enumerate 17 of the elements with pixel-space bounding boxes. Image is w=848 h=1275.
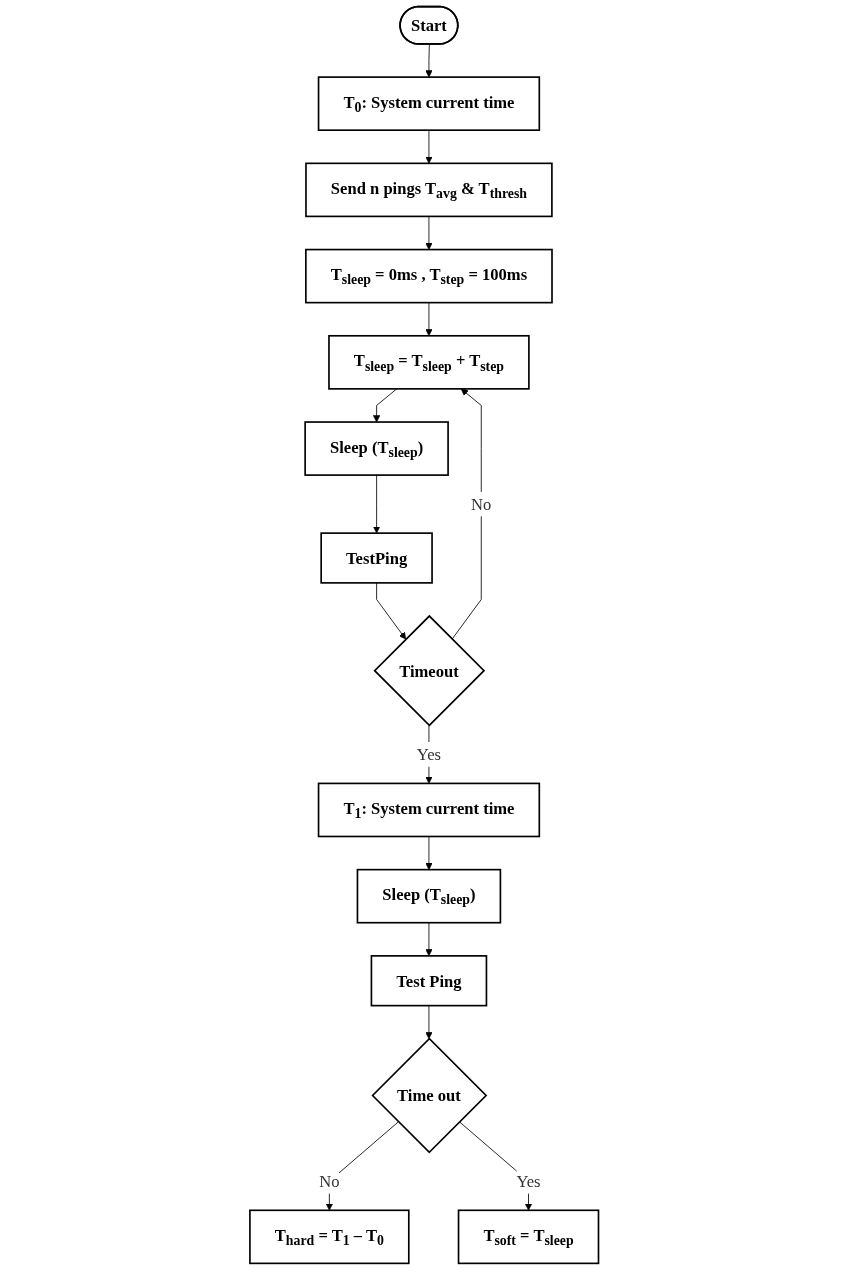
node-box: T$_{hard}$ = T$_{1}$ – T$_{0}$: [248, 1209, 410, 1265]
edge-label: Yes: [516, 1172, 541, 1191]
edge-label: No: [470, 494, 492, 514]
node-box: TestPing: [320, 532, 433, 584]
node-box: T$_{soft}$ = T$_{sleep}$: [457, 1209, 600, 1265]
edge-label: Yes: [416, 745, 441, 764]
node-box: Sleep (T$_{sleep}$): [356, 868, 502, 924]
node-box: T$_{0}$: System current time: [317, 76, 540, 131]
node-box: T$_{1}$: System current time: [317, 782, 540, 838]
node-box: Test Ping: [370, 955, 488, 1007]
node-diamond: Timeout: [373, 614, 485, 727]
node-box: T$_{sleep}$ = T$_{sleep}$ + T$_{step}$: [327, 334, 530, 390]
edge-label: No: [319, 1172, 340, 1191]
node-diamond: Time out: [371, 1037, 488, 1154]
node-box: Sleep (T$_{sleep}$): [304, 421, 449, 476]
node-box: T$_{sleep}$ = 0ms , T$_{step}$ = 100ms: [304, 248, 553, 304]
node-box: Send n pings T$_{avg}$ & T$_{thresh}$: [304, 162, 553, 218]
